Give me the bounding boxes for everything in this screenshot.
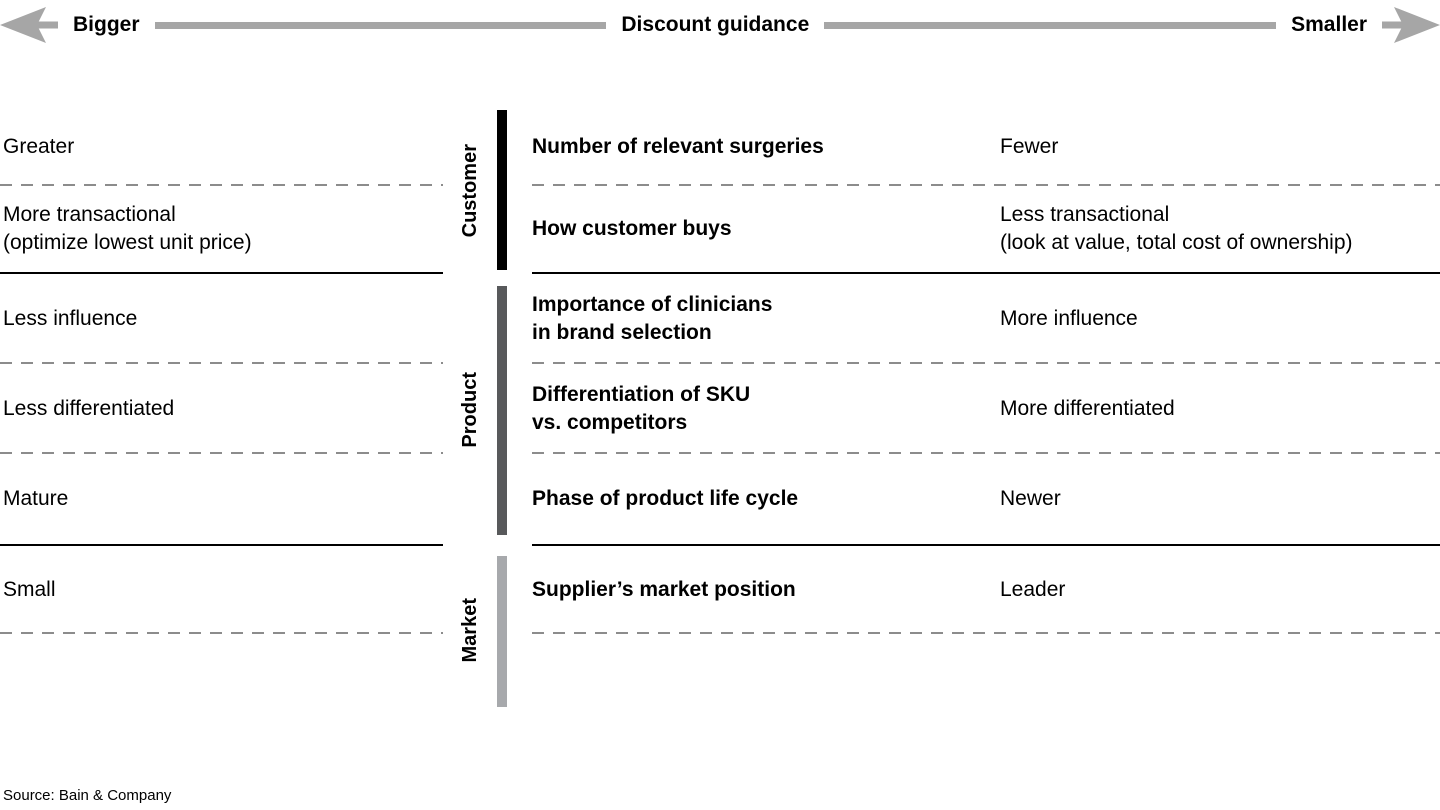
smaller-label: Smaller [1291,13,1368,36]
table-row: Importance of clinicians in brand select… [532,274,1440,364]
row-right-value: Newer [1000,486,1061,510]
row-criterion: Differentiation of SKU vs. competitors [532,382,751,434]
section-bar-customer [497,110,507,270]
market-label-column: Market [443,546,497,714]
section-product: Less influence Less differentiated Matur… [0,274,1440,546]
row-criterion: Supplier’s market position [532,577,796,601]
product-label-column: Product [443,274,497,546]
table-row: Less differentiated [0,364,443,454]
customer-right-column: Number of relevant surgeries Fewer How c… [532,108,1440,274]
table-row: Greater [0,108,443,186]
market-right-column: Supplier’s market position Leader [532,546,1440,714]
row-left-value: Small [3,577,56,601]
table-row: Small [0,546,443,634]
section-label-customer: Customer [458,144,481,238]
bigger-label: Bigger [73,13,140,36]
section-customer: Greater More transactional (optimize low… [0,108,1440,274]
source-note: Source: Bain & Company [3,787,172,804]
table-row: Less influence [0,274,443,364]
table-row: Phase of product life cycle Newer [532,454,1440,544]
row-right-value: Less transactional (look at value, total… [1000,202,1353,254]
table-row: Mature [0,454,443,544]
table-row: More transactional (optimize lowest unit… [0,186,443,272]
section-bar-product [497,286,507,535]
row-left-value: Mature [3,486,69,510]
section-label-product: Product [458,372,481,448]
row-right-value: Leader [1000,577,1066,601]
section-label-market: Market [458,597,481,663]
header-line-left [154,21,607,29]
table-row [0,634,443,714]
row-left-value: Less influence [3,306,138,330]
table-row: Supplier’s market position Leader [532,546,1440,634]
section-bar-market [497,556,507,707]
row-left-value: Less differentiated [3,396,175,420]
row-left-value: Greater [3,134,75,158]
section-market: Small Market Supplier’s market position … [0,546,1440,714]
customer-bar-column [497,108,507,274]
row-right-value: Fewer [1000,134,1059,158]
customer-label-column: Customer [443,108,497,274]
guidance-matrix: Greater More transactional (optimize low… [0,108,1440,714]
discount-guidance-header: Bigger Discount guidance Smaller [0,0,1440,50]
row-criterion: How customer buys [532,216,732,240]
arrow-left-icon [0,7,58,43]
row-right-value: More differentiated [1000,396,1175,420]
row-criterion: Phase of product life cycle [532,486,799,510]
market-left-column: Small [0,546,443,714]
customer-left-column: Greater More transactional (optimize low… [0,108,443,274]
product-bar-column [497,274,507,546]
product-left-column: Less influence Less differentiated Matur… [0,274,443,546]
arrow-right-icon [1382,7,1440,43]
market-bar-column [497,546,507,714]
product-right-column: Importance of clinicians in brand select… [532,274,1440,546]
header-title: Discount guidance [621,13,810,36]
header-line-right [824,21,1277,29]
table-row: Differentiation of SKU vs. competitors M… [532,364,1440,454]
row-criterion: Importance of clinicians in brand select… [532,292,773,344]
table-row [532,634,1440,714]
row-criterion: Number of relevant surgeries [532,134,824,158]
table-row: Number of relevant surgeries Fewer [532,108,1440,186]
table-row: How customer buys Less transactional (lo… [532,186,1440,272]
row-right-value: More influence [1000,306,1138,330]
row-left-value: More transactional (optimize lowest unit… [3,202,252,254]
